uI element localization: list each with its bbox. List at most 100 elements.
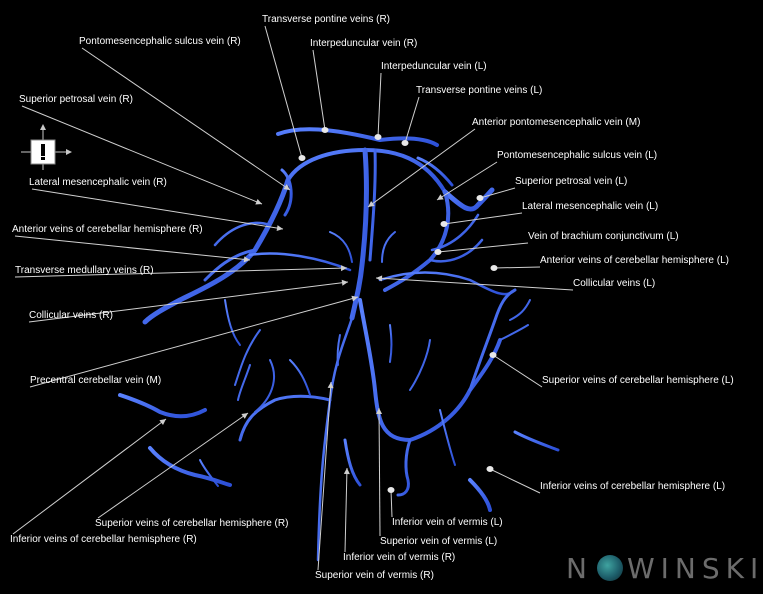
marker-arrow-lateral-mesencephalic-vein-r <box>276 225 283 232</box>
vessel-mid-small-4 <box>389 324 393 363</box>
vessel-central <box>349 147 369 321</box>
leader-line-interpeduncular-vein-r <box>312 49 326 131</box>
leader-line-collicular-veins-r <box>28 281 349 323</box>
vessel-right-branch-1 <box>428 238 484 263</box>
marker-arrow-superior-petrosal-vein-r <box>255 198 262 205</box>
vessel-central-b <box>368 148 377 262</box>
vessel-left-branch-1 <box>203 248 257 282</box>
vessel-lower-left-4 <box>289 359 311 396</box>
orientation-cube-icon <box>21 124 72 170</box>
leader-line-collicular-veins-l <box>375 277 574 291</box>
logo-text-part: W <box>626 552 661 585</box>
label-interpeduncular-vein-r: Interpeduncular vein (R) <box>310 38 418 49</box>
logo-emblem-icon <box>596 555 623 581</box>
vessel-inferior-left-3 <box>199 459 219 487</box>
leader-line-anterior-veins-cerebellar-hemisphere-r <box>14 235 251 261</box>
leader-line-lateral-mesencephalic-vein-r <box>31 188 284 230</box>
marker-arrow-collicular-veins-l <box>376 275 383 282</box>
label-anterior-veins-cerebellar-hemisphere-l: Anterior veins of cerebellar hemisphere … <box>540 255 729 266</box>
leader-line-transverse-medullary-veins-r <box>14 267 348 278</box>
label-superior-veins-cerebellar-hemisphere-l: Superior veins of cerebellar hemisphere … <box>542 375 734 386</box>
leader-lines <box>12 25 574 571</box>
vessel-mid-small-1 <box>329 231 353 263</box>
leader-line-inferior-vein-vermis-r <box>344 467 348 553</box>
marker-arrow-superior-vein-vermis-r <box>327 382 334 389</box>
vessel-lower-right-arc <box>358 298 502 442</box>
leader-line-anterior-veins-cerebellar-hemisphere-l <box>493 266 541 269</box>
marker-arrow-inferior-veins-cerebellar-hemisphere-r <box>159 419 166 426</box>
vessel-inferior-right-2 <box>468 478 492 512</box>
marker-arrow-superior-veins-cerebellar-hemisphere-r <box>241 413 248 419</box>
label-lateral-mesencephalic-vein-l: Lateral mesencephalic vein (L) <box>522 201 659 212</box>
leader-line-lateral-mesencephalic-vein-l <box>443 212 523 225</box>
label-anterior-veins-cerebellar-hemisphere-r: Anterior veins of cerebellar hemisphere … <box>12 224 203 235</box>
marker-arrow-transverse-medullary-veins-r <box>340 265 347 272</box>
vessel-right-lateral-1 <box>499 324 529 341</box>
marker-arrow-anterior-pontomesencephalic-vein-m <box>368 201 375 207</box>
marker-dot-interpeduncular-vein-l <box>374 134 382 140</box>
vessel-left-main <box>142 177 291 325</box>
leader-line-pontomesencephalic-sulcus-vein-r <box>81 47 291 191</box>
vessel-lower-left-3 <box>224 299 241 346</box>
leader-line-superior-vein-vermis-l <box>378 407 381 537</box>
label-inferior-vein-vermis-l: Inferior vein of vermis (L) <box>392 517 503 528</box>
label-pontomesencephalic-sulcus-vein-l: Pontomesencephalic sulcus vein (L) <box>497 150 658 161</box>
leader-line-superior-veins-cerebellar-hemisphere-r <box>97 412 249 519</box>
marker-arrow-collicular-veins-r <box>341 279 348 286</box>
leader-line-transverse-pontine-veins-r <box>264 25 303 159</box>
label-transverse-pontine-veins-r: Transverse pontine veins (R) <box>262 14 391 25</box>
leader-line-superior-petrosal-vein-l <box>479 187 516 199</box>
marker-arrow-pontomesencephalic-sulcus-vein-l <box>437 194 444 200</box>
vessel-mid-small-3 <box>336 334 341 366</box>
vessel-inferior-left-2 <box>148 446 232 487</box>
vessel-inferior-left-1 <box>118 393 207 419</box>
logo-i-part: I <box>660 552 675 585</box>
marker-dot-vein-brachium-conjunctivum-l <box>434 249 442 255</box>
marker-arrow-anterior-veins-cerebellar-hemisphere-r <box>243 256 250 263</box>
label-collicular-veins-l: Collicular veins (L) <box>573 278 656 289</box>
label-superior-vein-vermis-l: Superior vein of vermis (L) <box>380 536 498 547</box>
vessel-lower-left-arc <box>238 394 332 442</box>
marker-dot-transverse-pontine-veins-r <box>298 155 306 161</box>
marker-arrow-inferior-vein-vermis-r <box>343 468 350 475</box>
vessel-right-upper-branch <box>468 288 517 392</box>
label-collicular-veins-r: Collicular veins (R) <box>29 310 113 321</box>
marker-dot-superior-veins-cerebellar-hemisphere-l <box>489 352 497 358</box>
vessel-inferior-right-1 <box>513 430 560 452</box>
vessel-inferior-right-3 <box>439 409 456 466</box>
label-superior-veins-cerebellar-hemisphere-r: Superior veins of cerebellar hemisphere … <box>95 518 289 529</box>
leader-line-interpeduncular-vein-l <box>377 72 382 138</box>
vessel-mid-small-6 <box>237 364 251 401</box>
marker-arrow-pontomesencephalic-sulcus-vein-r <box>283 184 290 190</box>
vessel-lower-left-5 <box>254 359 275 413</box>
leader-line-precentral-cerebellar-vein-m <box>29 296 359 388</box>
label-inferior-veins-cerebellar-hemisphere-r: Inferior veins of cerebellar hemisphere … <box>10 534 197 545</box>
label-vein-brachium-conjunctivum-l: Vein of brachium conjunctivum (L) <box>528 231 679 242</box>
marker-dot-superior-petrosal-vein-l <box>476 195 484 201</box>
leader-line-anterior-pontomesencephalic-vein-m <box>367 128 476 208</box>
label-inferior-veins-cerebellar-hemisphere-l: Inferior veins of cerebellar hemisphere … <box>540 481 726 492</box>
vessel-left-branch-2 <box>213 221 272 247</box>
marker-arrow-superior-vein-vermis-l <box>376 408 383 415</box>
label-pontomesencephalic-sulcus-vein-r: Pontomesencephalic sulcus vein (R) <box>79 36 241 47</box>
leader-line-superior-petrosal-vein-r <box>21 105 263 205</box>
vessel-mid-right <box>378 271 517 296</box>
marker-dot-inferior-veins-cerebellar-hemisphere-l <box>486 466 494 472</box>
label-inferior-vein-vermis-r: Inferior vein of vermis (R) <box>343 552 456 563</box>
label-precentral-cerebellar-vein-m: Precentral cerebellar vein (M) <box>30 375 162 386</box>
vessel-mid-small-2 <box>381 231 396 263</box>
leader-line-inferior-vein-vermis-l <box>390 489 393 518</box>
vessel-inferior-vermis <box>343 438 362 487</box>
leader-line-inferior-veins-cerebellar-hemisphere-l <box>489 468 541 494</box>
label-superior-petrosal-vein-r: Superior petrosal vein (R) <box>19 94 133 105</box>
leader-line-superior-vein-vermis-r <box>317 381 332 571</box>
marker-dot-inferior-vein-vermis-l <box>387 487 395 493</box>
label-superior-vein-vermis-r: Superior vein of vermis (R) <box>315 570 434 581</box>
marker-dot-interpeduncular-vein-r <box>321 127 329 133</box>
label-anterior-pontomesencephalic-vein-m: Anterior pontomesencephalic vein (M) <box>472 117 641 128</box>
leader-line-inferior-veins-cerebellar-hemisphere-r <box>12 418 167 535</box>
label-interpeduncular-vein-l: Interpeduncular vein (L) <box>381 61 487 72</box>
marker-arrow-precentral-cerebellar-vein-m <box>351 295 358 302</box>
